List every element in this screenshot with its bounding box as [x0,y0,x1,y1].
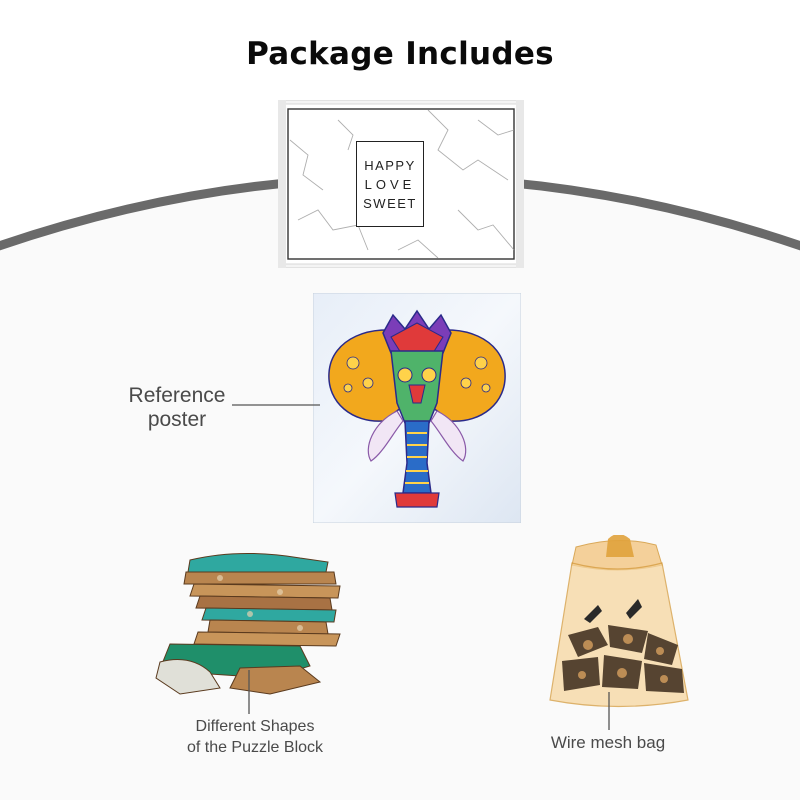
callout-line-bag [608,692,610,730]
mesh-bag-label: Wire mesh bag [550,733,666,752]
box-label-line: HAPPY [364,157,416,173]
label-line: of the Puzzle Block [186,739,324,756]
mesh-bag-image [549,535,689,708]
puzzle-pieces-image [155,552,341,695]
puzzle-shapes-label: Different Shapes of the Puzzle Block [170,716,340,758]
gift-box-label: HAPPY LOVE SWEET [356,141,424,227]
label-line: Reference [128,384,226,407]
reference-poster-image [313,293,521,523]
label-line: Different Shapes [195,718,315,735]
label-line: poster [147,408,207,431]
callout-line-poster [232,404,320,406]
callout-line-pieces [248,670,250,714]
box-label-line: LOVE [364,176,416,192]
reference-poster-label: Reference poster [110,384,244,432]
box-label-line: SWEET [363,195,417,211]
page-title: Package Includes [246,36,554,72]
